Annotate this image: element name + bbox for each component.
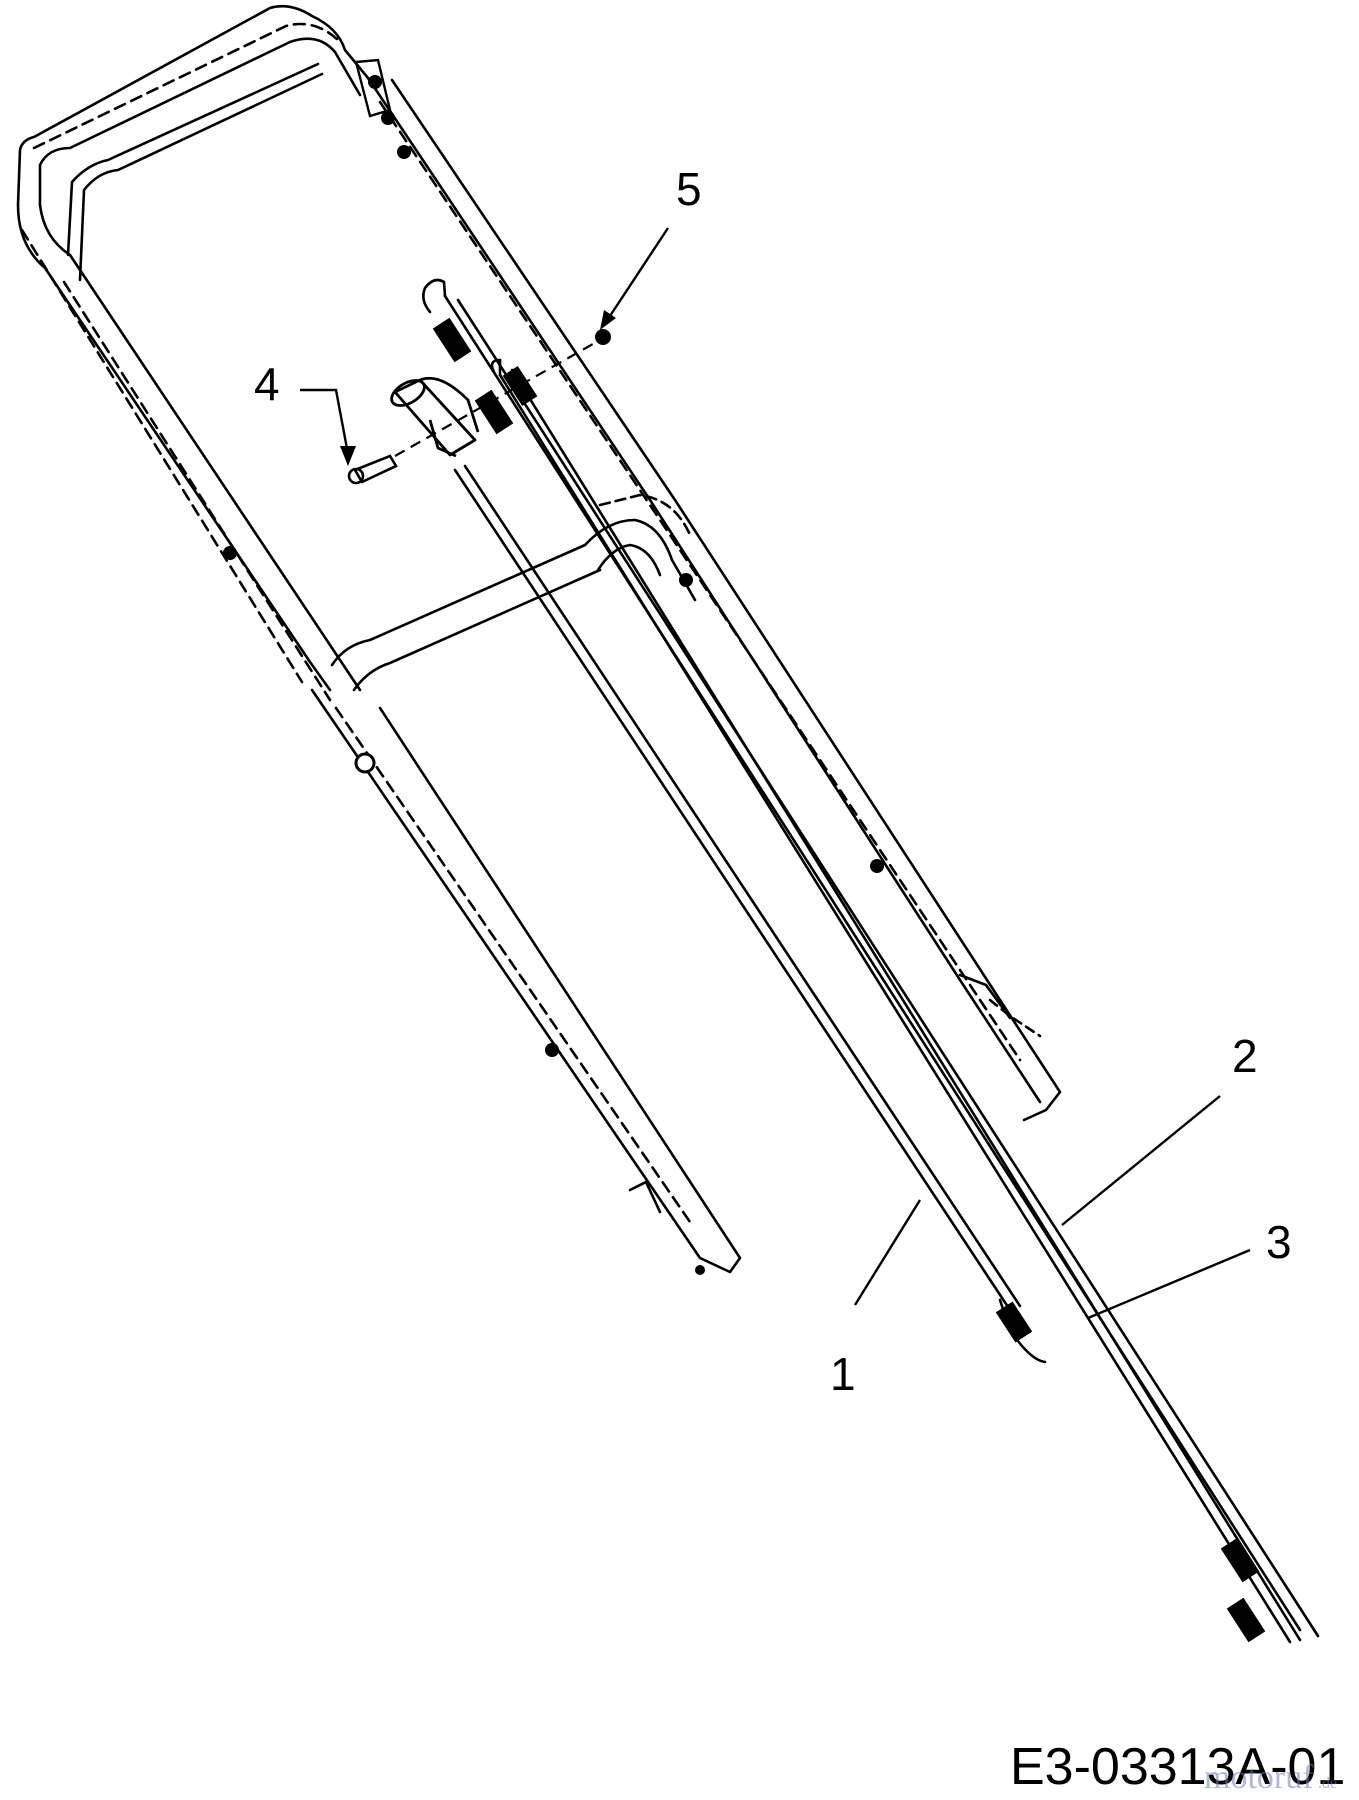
leader-arrowheads <box>340 310 616 466</box>
leader-3 <box>1087 1248 1251 1320</box>
leader-4 <box>300 388 350 455</box>
handle-frame <box>16 4 1062 1274</box>
part-label-1: 1 <box>830 1348 856 1400</box>
watermark-suffix: .de <box>1318 1775 1337 1792</box>
bolt <box>347 454 398 485</box>
top-clip <box>354 58 392 118</box>
cable-couplers <box>432 317 1266 1643</box>
drawing-code: E3-03313A-01 <box>1010 1738 1345 1796</box>
part-label-3: 3 <box>1266 1216 1292 1268</box>
part-label-4: 4 <box>254 358 280 410</box>
part-label-5: 5 <box>676 163 702 215</box>
frame-fasteners <box>223 75 884 1275</box>
leader-1 <box>853 1199 922 1306</box>
part-label-2: 2 <box>1232 1030 1258 1082</box>
leader-2 <box>1061 1095 1221 1226</box>
leader-lines <box>300 227 1251 1320</box>
watermark-logo: motoruf <box>1204 1759 1314 1796</box>
nut <box>595 329 611 345</box>
assembly-axis <box>394 339 601 457</box>
leader-5 <box>604 227 670 323</box>
control-cables <box>422 278 1320 1644</box>
